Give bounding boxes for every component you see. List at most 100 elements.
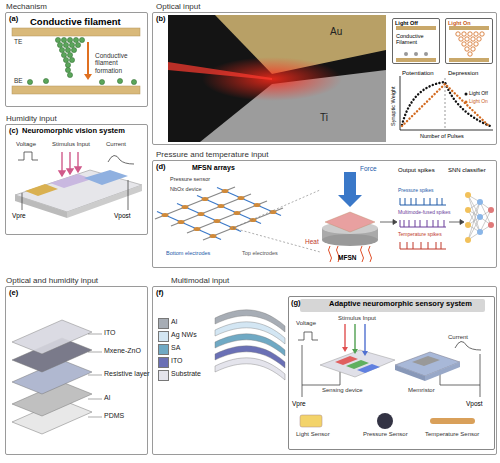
annotation-label: Pressure spikes	[398, 188, 434, 194]
stimulus-arrow	[75, 167, 81, 172]
ion-dots	[465, 37, 469, 41]
signal-wire	[18, 152, 134, 210]
header-bar	[300, 299, 485, 312]
flow-arrow	[380, 222, 394, 223]
electrode-grid	[157, 212, 221, 240]
leader-line	[88, 399, 102, 400]
mfsn-device	[338, 172, 362, 207]
stimulus-arrow	[362, 351, 368, 356]
signal-wire	[455, 341, 481, 350]
snn-network	[488, 207, 494, 213]
flexible-layers	[215, 322, 285, 344]
ion-dots	[480, 32, 484, 36]
spike-train	[400, 220, 446, 227]
filament-ion	[43, 78, 48, 83]
sensor-pad	[202, 197, 209, 201]
snn-network	[488, 222, 494, 228]
signal-wire	[108, 155, 134, 164]
flow-arrow	[460, 220, 464, 225]
annotation-label: Resistive layer	[104, 370, 150, 378]
legend-text: ITO	[171, 357, 183, 365]
filament-ion	[61, 52, 66, 57]
zoom-line	[233, 190, 320, 252]
annotation-label: Vpost	[114, 212, 131, 219]
annotation-label: MFSN arrays	[192, 164, 235, 172]
electrode-grid	[197, 196, 261, 224]
inset-panel	[449, 26, 489, 30]
annotation-label: Al	[104, 394, 110, 402]
electrode-grid	[203, 208, 283, 240]
annotation-label: Pressure sensor	[170, 176, 210, 182]
sensor-pad	[254, 203, 261, 207]
annotation-label: Multimode-fused spikes	[398, 210, 451, 216]
annotation-label: Light Sensor	[296, 431, 330, 438]
ion-dots	[468, 32, 472, 36]
device-photo	[168, 62, 272, 80]
panel-letter: (a)	[9, 15, 18, 24]
plot-marker	[465, 93, 468, 104]
panel-letter: (f)	[156, 289, 164, 298]
annotation-label: Bottom electrodes	[166, 250, 210, 256]
signal-wire	[298, 332, 318, 340]
ion-dots	[468, 52, 472, 56]
leader-line	[88, 352, 102, 353]
legend-text: Al	[171, 318, 177, 326]
stimulus-arrow	[77, 152, 78, 168]
spike-train	[400, 242, 446, 249]
spike-train	[400, 198, 446, 249]
sensor-pad	[270, 210, 277, 214]
signal-wire	[302, 372, 340, 385]
ion-dots	[471, 47, 475, 51]
panel-letter: (b)	[156, 15, 166, 24]
plot-marker	[465, 101, 468, 104]
snn-network	[465, 207, 471, 213]
heat-wave	[329, 246, 332, 262]
spike-train	[400, 198, 446, 205]
signal-wire	[480, 354, 481, 397]
sensor-icon	[377, 413, 393, 429]
annotation-label: Memristor	[408, 387, 435, 394]
filament-ion	[71, 47, 76, 52]
memristor-device	[412, 356, 440, 366]
stimulus-arrow	[69, 152, 70, 170]
flow-arrow	[380, 220, 464, 225]
flow-arrow	[393, 220, 397, 225]
filament-ion	[131, 79, 136, 84]
sensor-pad	[222, 189, 229, 193]
stimulus-arrow	[342, 324, 368, 356]
ion-dots	[414, 52, 418, 56]
ion-dots	[468, 42, 472, 46]
annotation-label: MFSN	[338, 254, 356, 261]
inset-box: Light On	[445, 18, 493, 64]
filament-ion	[63, 57, 68, 62]
annotation-label: Voltage	[16, 141, 36, 148]
snn-network	[465, 237, 471, 243]
sensor-pad	[198, 212, 205, 216]
ion-dots	[474, 32, 478, 36]
signal-wire	[302, 345, 303, 397]
growth-arrow	[87, 42, 89, 75]
annotation-label: Synaptic Weight	[390, 86, 396, 126]
annotation-label: Temperature Sensor	[425, 431, 479, 438]
annotation-label: BE	[14, 77, 23, 84]
snn-network	[465, 222, 471, 228]
annotation-label: Light Off	[469, 91, 488, 97]
heat-wave	[369, 246, 372, 262]
annotation-label: Current	[106, 141, 126, 148]
filament-ion	[69, 57, 74, 62]
inset-title: Light Off	[395, 20, 418, 26]
device-slab	[15, 170, 142, 218]
ion-dots	[459, 37, 463, 41]
panel-heading: Mechanism	[6, 2, 47, 11]
filament-ion	[67, 37, 72, 42]
sensor-pad	[238, 196, 245, 200]
annotation-label: PDMS	[104, 412, 124, 420]
memristor-device	[395, 365, 425, 381]
flexible-layers	[215, 358, 285, 380]
snn-network	[477, 214, 483, 220]
plot-curve	[402, 84, 490, 127]
inset-panel	[396, 26, 436, 30]
flexible-layers	[215, 310, 285, 332]
legend-text: SA	[171, 344, 180, 352]
mfsn-device	[322, 172, 378, 246]
